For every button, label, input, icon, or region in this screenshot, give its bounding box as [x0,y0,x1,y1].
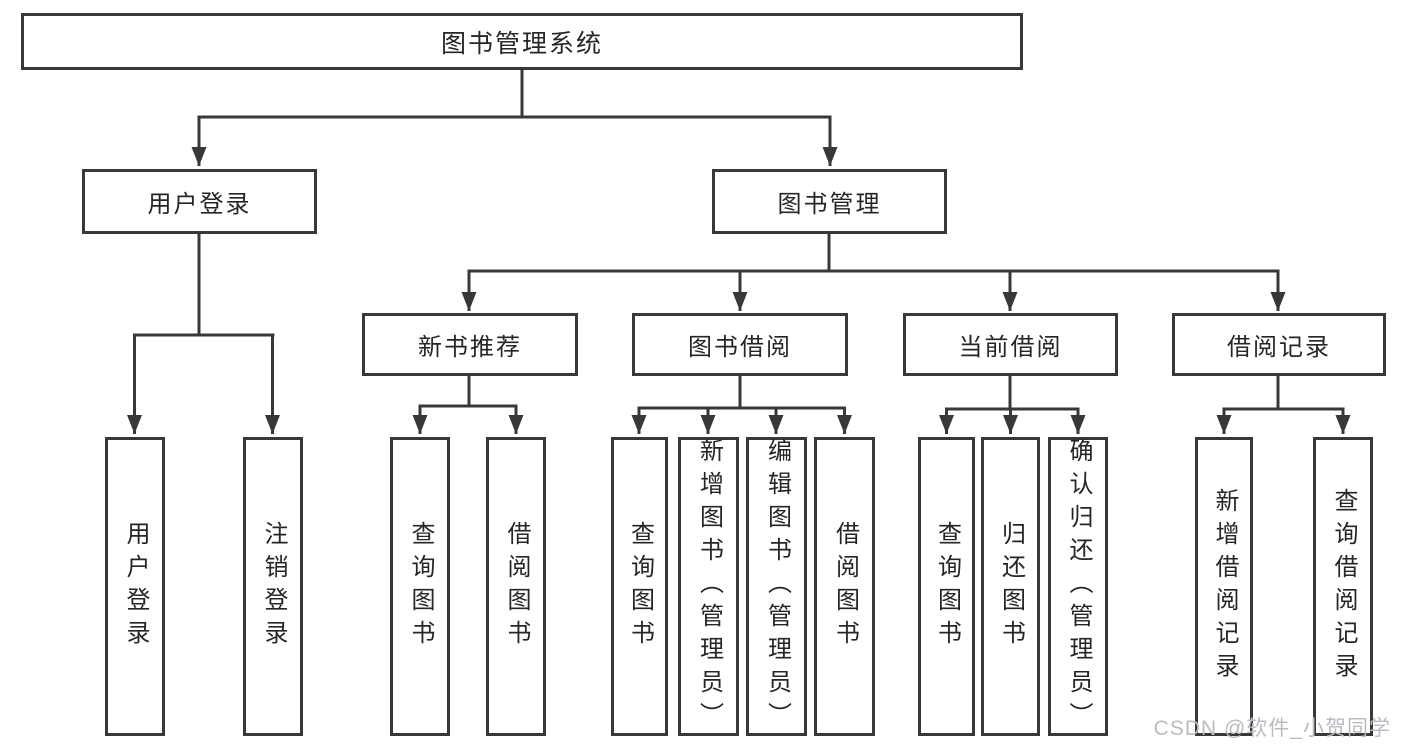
leaf-user-login: 用户登录 [105,437,165,736]
leaf-borrow-books: 借阅图书 [814,437,875,736]
leaf-return-books: 归还图书 [981,437,1040,736]
leaf-query-books-recommend: 查询图书 [390,437,450,736]
node-book-management-label: 图书管理 [777,191,882,218]
leaf-add-borrow-record: 新增借阅记录 [1195,437,1253,736]
leaf-user-login-label: 用户登录 [122,520,149,653]
node-user-login-label: 用户登录 [147,191,252,218]
node-root-label: 图书管理系统 [440,29,603,58]
node-current-borrowing: 当前借阅 [903,313,1118,376]
node-book-borrowing-label: 图书借阅 [688,334,792,361]
leaf-return-books-label: 归还图书 [997,520,1025,653]
leaf-add-books-admin: 新增图书（管理员） [678,437,739,736]
node-user-login: 用户登录 [82,169,317,234]
leaf-query-books-current-label: 查询图书 [933,520,961,653]
node-current-borrowing-label: 当前借阅 [958,334,1063,361]
leaf-confirm-return-admin-label: 确认归还（管理员） [1065,438,1092,735]
leaf-query-books-recommend-label: 查询图书 [407,520,434,653]
node-book-management: 图书管理 [712,169,947,234]
leaf-confirm-return-admin: 确认归还（管理员） [1048,437,1108,736]
leaf-logout-label: 注销登录 [260,520,287,653]
leaf-add-borrow-record-label: 新增借阅记录 [1211,487,1238,686]
leaf-query-books-borrowing-label: 查询图书 [626,520,654,653]
node-new-book-recommend-label: 新书推荐 [418,334,522,361]
csdn-watermark: CSDN @软件_小贺同学 [1153,717,1391,740]
node-book-borrowing: 图书借阅 [632,313,848,376]
leaf-query-borrow-record-label: 查询借阅记录 [1330,487,1357,686]
node-borrowing-records: 借阅记录 [1172,313,1386,376]
leaf-add-books-admin-label: 新增图书（管理员） [695,438,723,735]
node-borrowing-records-label: 借阅记录 [1227,334,1331,361]
node-root: 图书管理系统 [21,13,1023,70]
leaf-borrow-books-recommend-label: 借阅图书 [503,520,530,653]
leaf-query-books-borrowing: 查询图书 [611,437,668,736]
leaf-logout: 注销登录 [243,437,303,736]
leaf-query-books-current: 查询图书 [918,437,975,736]
leaf-borrow-books-label: 借阅图书 [831,520,859,653]
node-new-book-recommend: 新书推荐 [362,313,578,376]
leaf-edit-books-admin-label: 编辑图书（管理员） [763,438,791,735]
leaf-borrow-books-recommend: 借阅图书 [486,437,546,736]
leaf-query-borrow-record: 查询借阅记录 [1313,437,1373,736]
leaf-edit-books-admin: 编辑图书（管理员） [746,437,807,736]
